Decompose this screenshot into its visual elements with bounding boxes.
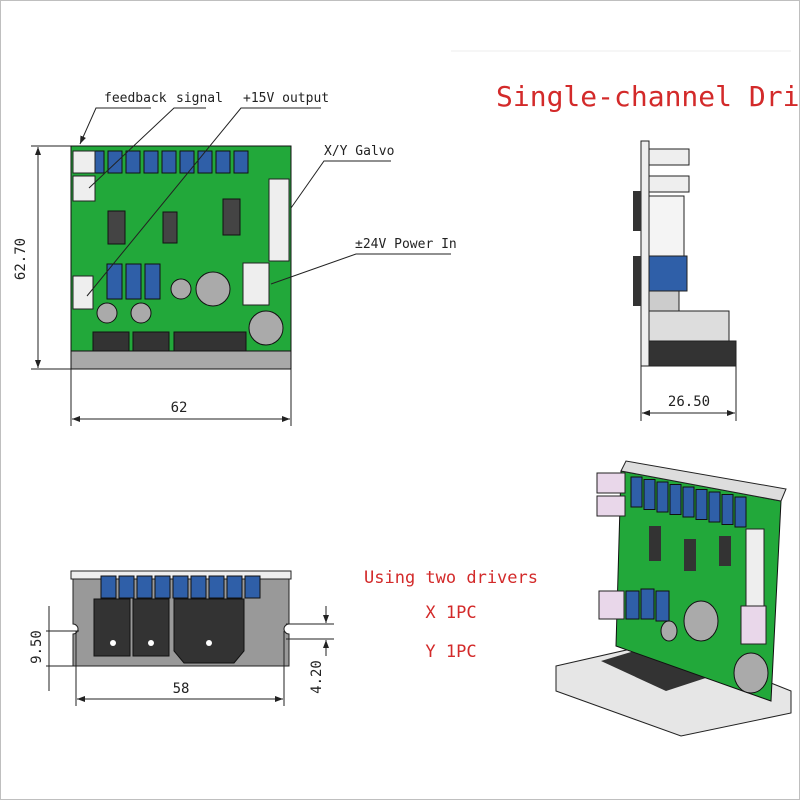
dim-width: 62	[171, 400, 188, 416]
trimmer-pot	[179, 150, 195, 174]
trimmer-pot	[208, 575, 225, 599]
callout-feedback: feedback	[104, 91, 167, 106]
trimmer-pot	[154, 575, 171, 599]
trimmer-pot	[125, 150, 141, 174]
callout-signal: signal	[176, 91, 223, 106]
mosfet	[92, 331, 130, 352]
trimmer-pots-row	[100, 575, 261, 599]
trimmer-pot	[136, 575, 153, 599]
capacitor	[96, 302, 118, 324]
dim-hole-spacing: 58	[173, 681, 190, 697]
isometric-view	[555, 460, 792, 737]
trimmer-pot	[669, 484, 682, 515]
capacitor	[130, 302, 152, 324]
trimmer-pot	[144, 263, 161, 300]
capacitor	[170, 278, 192, 300]
trimmer-pot	[695, 489, 708, 520]
dim-height: 62.70	[13, 238, 29, 280]
note-line1: Using two drivers	[364, 568, 538, 588]
trimmer-pot	[100, 575, 117, 599]
ic-chip	[107, 210, 126, 245]
trimmer-pots-row	[89, 150, 249, 174]
bottom-view: 9.50 58 4.20	[29, 570, 334, 706]
trimmer-pot	[143, 150, 159, 174]
trimmer-pot	[197, 150, 213, 174]
ic-chip	[222, 198, 241, 236]
callout-power-in: ±24V Power In	[355, 237, 457, 252]
title: Single-channel Drive	[496, 80, 799, 113]
trimmer-pot	[118, 575, 135, 599]
signal-connector	[72, 175, 96, 202]
capacitor	[248, 310, 284, 346]
mosfet	[173, 331, 247, 352]
trimmer-pot	[106, 263, 123, 300]
trimmer-pot	[233, 150, 249, 174]
dim-slot-width: 4.20	[309, 660, 325, 694]
trimmer-pot	[708, 491, 721, 523]
galvo-connector	[268, 178, 290, 262]
trimmer-pot	[656, 481, 669, 513]
trimmer-pot	[226, 575, 243, 599]
callout-galvo: X/Y Galvo	[324, 144, 394, 159]
trimmer-pot	[721, 494, 734, 525]
usage-note: Using two drivers X 1PC Y 1PC	[364, 568, 538, 662]
output-15v-connector	[72, 275, 94, 310]
side-view: 26.50	[633, 140, 737, 421]
trimmer-pot	[682, 486, 695, 518]
trimmer-pot	[244, 575, 261, 599]
trimmer-pot	[125, 263, 142, 300]
trimmer-pot	[161, 150, 177, 174]
note-line3: Y 1PC	[425, 642, 476, 662]
feedback-connector	[72, 150, 96, 174]
front-view: feedback signal +15V output X/Y Galvo ±2…	[13, 91, 457, 426]
heatsink-base	[70, 350, 292, 370]
ic-chip	[162, 211, 178, 244]
trimmer-pot	[107, 150, 123, 174]
note-line2: X 1PC	[425, 603, 476, 623]
trimmer-pot	[190, 575, 207, 599]
trimmer-pot	[630, 476, 643, 508]
trimmer-pot	[643, 479, 656, 510]
power-connector	[242, 262, 270, 306]
capacitor	[195, 271, 231, 307]
dim-slot-offset: 9.50	[29, 630, 45, 664]
mosfet	[132, 331, 170, 352]
trimmer-pot	[734, 496, 747, 528]
trimmer-pot	[215, 150, 231, 174]
callout-15v-output: +15V output	[243, 91, 329, 106]
dim-depth: 26.50	[668, 394, 710, 410]
trimmer-pot	[172, 575, 189, 599]
